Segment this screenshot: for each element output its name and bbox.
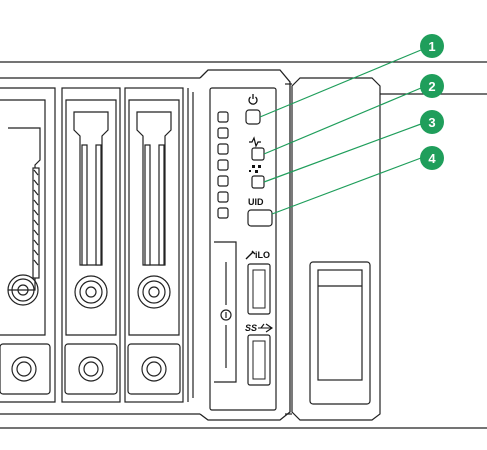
callout-2: 2 <box>420 74 444 98</box>
network-icon <box>249 165 261 173</box>
uid-label: UID <box>248 197 264 207</box>
health-button[interactable] <box>249 136 265 161</box>
callout-3: 3 <box>420 110 444 134</box>
usb-label: SS <box>245 323 257 333</box>
callout-1: 1 <box>420 34 444 58</box>
callout-number: 2 <box>428 79 435 94</box>
usb-icon <box>258 323 273 333</box>
callout-number: 3 <box>428 115 435 130</box>
callout-4: 4 <box>420 146 444 170</box>
ilo-wrench-icon <box>245 250 256 260</box>
drive-bay-3 <box>124 87 184 403</box>
power-icon <box>248 94 258 105</box>
drive-bays <box>0 87 194 403</box>
drive-bay-2 <box>61 87 121 403</box>
nic-button[interactable] <box>249 165 265 189</box>
drive-bay-1 <box>0 87 56 403</box>
control-panel <box>209 87 277 411</box>
ilo-port-label: iLO <box>255 250 270 260</box>
rack-ear <box>285 77 487 421</box>
panel-latch[interactable] <box>214 241 237 383</box>
uid-button[interactable]: UID <box>247 197 273 227</box>
power-button[interactable] <box>245 94 261 125</box>
ilo-port[interactable]: iLO <box>245 250 271 315</box>
health-icon <box>249 136 261 148</box>
callout-number: 4 <box>428 151 436 166</box>
usb-port[interactable]: SS <box>245 323 273 386</box>
callout-lines <box>259 49 422 215</box>
callout-number: 1 <box>428 39 435 54</box>
chassis-frame <box>0 61 487 429</box>
